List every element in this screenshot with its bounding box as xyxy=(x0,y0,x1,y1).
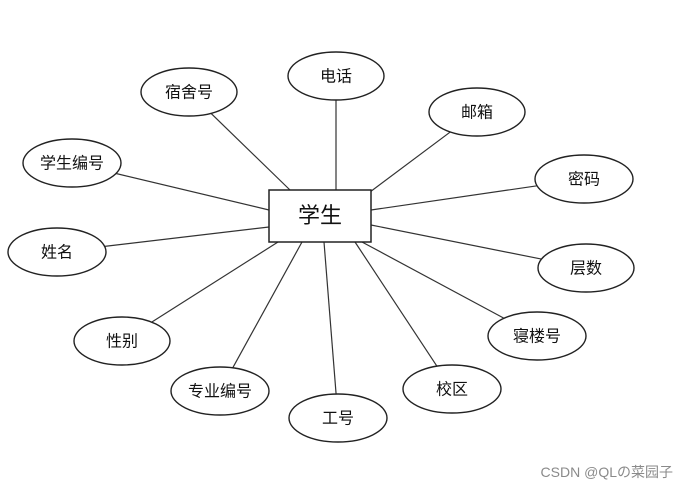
attr-campus-connector xyxy=(354,241,438,367)
attr-major-number: 专业编号 xyxy=(170,366,270,416)
attr-staff-number-ellipse xyxy=(288,393,388,443)
attr-gender-label: 性别 xyxy=(106,332,138,351)
attr-dorm-number-ellipse xyxy=(140,67,238,117)
attr-phone-ellipse xyxy=(287,51,385,101)
attr-name-connector xyxy=(104,226,270,247)
attr-name-ellipse xyxy=(7,227,107,277)
attr-email: 邮箱 xyxy=(428,87,526,137)
attr-staff-number-connector xyxy=(323,241,337,395)
attr-dorm-number-connector xyxy=(210,112,291,191)
entity-box xyxy=(268,189,372,243)
watermark: CSDN @QLの菜园子 xyxy=(540,464,673,480)
attr-phone: 电话 xyxy=(287,51,385,101)
attr-campus: 校区 xyxy=(402,364,502,414)
attr-campus-ellipse xyxy=(402,364,502,414)
attr-student-number-label: 学生编号 xyxy=(40,154,104,173)
attr-floors-connector xyxy=(370,224,542,260)
attr-campus-label: 校区 xyxy=(436,380,468,399)
attr-student-number-ellipse xyxy=(22,138,122,188)
attr-floors-label: 层数 xyxy=(570,259,602,278)
attr-password: 密码 xyxy=(534,154,634,204)
attr-name-label: 姓名 xyxy=(41,243,73,262)
attr-major-number-connector xyxy=(232,241,303,369)
attr-floors-ellipse xyxy=(537,243,635,293)
attr-gender: 性别 xyxy=(73,316,171,366)
attr-email-ellipse xyxy=(428,87,526,137)
attr-gender-ellipse xyxy=(73,316,171,366)
attr-major-number-label: 专业编号 xyxy=(188,382,252,401)
attr-building-number-label: 寝楼号 xyxy=(513,327,561,346)
attr-name: 姓名 xyxy=(7,227,107,277)
attr-gender-connector xyxy=(151,241,279,323)
attr-student-number-connector xyxy=(115,172,270,211)
attr-password-label: 密码 xyxy=(568,170,600,189)
attr-password-ellipse xyxy=(534,154,634,204)
entity-student: 学生 xyxy=(268,189,372,243)
attr-phone-label: 电话 xyxy=(320,67,352,86)
entity-label: 学生 xyxy=(298,204,342,229)
attr-email-label: 邮箱 xyxy=(461,103,493,122)
attr-student-number: 学生编号 xyxy=(22,138,122,188)
attr-staff-number: 工号 xyxy=(288,393,388,443)
attr-building-number: 寝楼号 xyxy=(487,311,587,361)
connector-lines xyxy=(104,100,542,395)
attr-building-number-connector xyxy=(361,241,505,319)
attr-floors: 层数 xyxy=(537,243,635,293)
attr-major-number-ellipse xyxy=(170,366,270,416)
attr-staff-number-label: 工号 xyxy=(322,409,354,428)
attr-dorm-number-label: 宿舍号 xyxy=(165,83,213,102)
attr-dorm-number: 宿舍号 xyxy=(140,67,238,117)
attr-building-number-ellipse xyxy=(487,311,587,361)
attr-password-connector xyxy=(370,185,538,211)
attr-email-connector xyxy=(369,131,451,193)
